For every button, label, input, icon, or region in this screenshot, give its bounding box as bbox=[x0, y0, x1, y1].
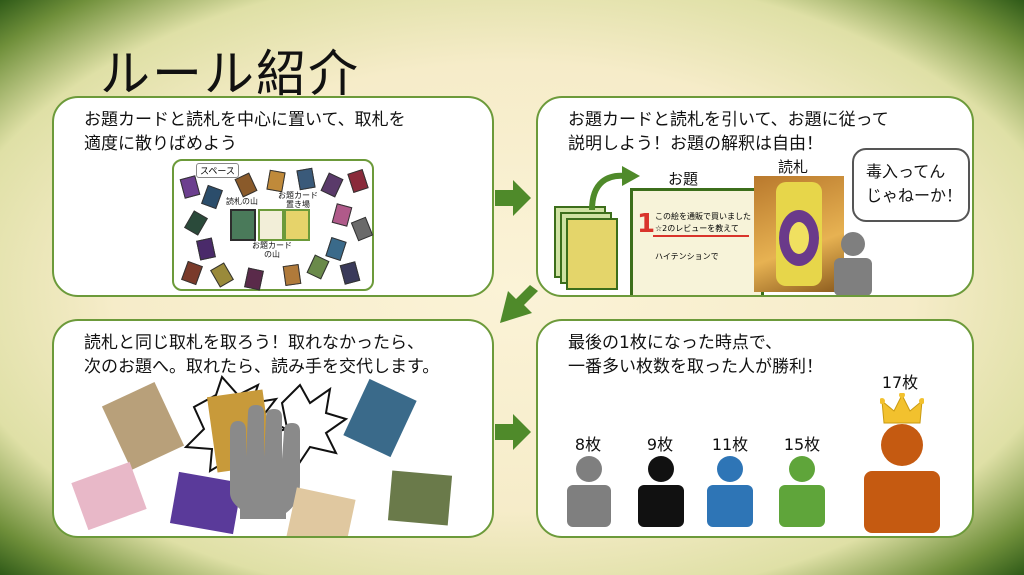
scattered-card bbox=[320, 172, 344, 198]
beetle-can-icon bbox=[776, 182, 822, 286]
player-4-count: 15枚 bbox=[783, 435, 821, 454]
scattered-card bbox=[234, 172, 258, 198]
explain-description: お題カードと読札を引いて、お題に従って 説明しよう！お題の解釈は自由！ bbox=[568, 110, 889, 154]
setup-description: お題カードと読札を中心に置いて、取札を 適度に散りばめよう bbox=[84, 110, 406, 154]
player-5-count: 17枚 bbox=[881, 373, 919, 392]
scattered-card bbox=[179, 175, 201, 199]
speech-bubble: 毒入ってん じゃねーか！ bbox=[852, 148, 970, 222]
player-3-icon bbox=[707, 456, 753, 527]
scattered-card bbox=[331, 203, 353, 227]
play-space-diagram: スペース 読札の山 お題カード 置き場 お bbox=[172, 159, 374, 291]
scattered-card bbox=[210, 262, 234, 288]
speaker-person-icon bbox=[834, 232, 872, 295]
scattered-card bbox=[184, 210, 208, 236]
theme-card-open: 1 この絵を通販で買いました ☆2のレビューを教えて ハイテンションで bbox=[630, 188, 764, 295]
panel-win: 最後の1枚になった時点で、 一番多い枚数を取った人が勝利！ 8枚 9枚 11枚 … bbox=[536, 319, 974, 538]
yomifuda-pile bbox=[230, 209, 256, 241]
theme-underline bbox=[653, 235, 749, 237]
card-grab-illustration bbox=[71, 375, 453, 536]
win-description: 最後の1枚になった時点で、 一番多い枚数を取った人が勝利！ bbox=[568, 333, 823, 377]
space-label: スペース bbox=[196, 163, 239, 178]
player-3-count: 11枚 bbox=[711, 435, 749, 454]
scattered-card bbox=[339, 261, 361, 285]
panel-setup: お題カードと読札を中心に置いて、取札を 適度に散りばめよう スペース 読札の山 bbox=[52, 96, 494, 297]
curved-arrow-icon bbox=[589, 166, 640, 211]
scattered-card bbox=[196, 237, 216, 261]
theme-line-2: ☆2のレビューを教えて bbox=[655, 224, 739, 233]
scattered-card bbox=[306, 254, 330, 280]
grab-description: 読札と同じ取札を取ろう！取れなかったら、 次のお題へ。取れたら、読み手を交代しま… bbox=[84, 333, 440, 377]
player-5-winner-icon bbox=[864, 424, 940, 533]
crown-icon bbox=[880, 393, 924, 424]
scattered-card bbox=[282, 263, 302, 287]
scattered-card bbox=[266, 169, 286, 193]
yomifuda-card-image bbox=[754, 176, 844, 292]
yomifuda-pile-label: 読札の山 bbox=[226, 197, 258, 206]
theme-card bbox=[566, 218, 618, 290]
odai-place-2 bbox=[258, 209, 284, 241]
player-4-icon bbox=[779, 456, 825, 527]
arrow-right-icon bbox=[495, 180, 531, 216]
odai-pile-label: お題カード の山 bbox=[252, 241, 292, 259]
theme-line-1: この絵を通販で買いました bbox=[655, 212, 751, 221]
scattered-card bbox=[347, 169, 369, 193]
scattered-card bbox=[201, 184, 223, 210]
page-title: ルール紹介 bbox=[100, 45, 360, 103]
theme-card-number: 1 bbox=[637, 209, 656, 239]
scattered-card bbox=[181, 260, 203, 286]
panel-explain: お題カードと読札を引いて、お題に従って 説明しよう！お題の解釈は自由！ お題 1… bbox=[536, 96, 974, 297]
scattered-card bbox=[325, 237, 347, 261]
arrow-down-left-icon bbox=[500, 285, 538, 323]
card-label: 読札 bbox=[778, 158, 809, 176]
scattered-card bbox=[350, 216, 374, 242]
player-2-count: 9枚 bbox=[646, 435, 674, 454]
player-2-icon bbox=[638, 456, 684, 527]
theme-label: お題 bbox=[668, 170, 699, 188]
player-1-icon bbox=[567, 456, 611, 527]
theme-line-3: ハイテンションで bbox=[655, 252, 719, 261]
player-1-count: 8枚 bbox=[574, 435, 602, 454]
scattered-card bbox=[296, 167, 316, 191]
odai-place bbox=[284, 209, 310, 241]
arrow-right-icon-2 bbox=[495, 414, 531, 450]
panel-grab: 読札と同じ取札を取ろう！取れなかったら、 次のお題へ。取れたら、読み手を交代しま… bbox=[52, 319, 494, 538]
odai-place-label: お題カード 置き場 bbox=[278, 191, 318, 209]
speech-text: 毒入ってん じゃねーか！ bbox=[866, 162, 963, 205]
scattered-card bbox=[244, 267, 264, 291]
